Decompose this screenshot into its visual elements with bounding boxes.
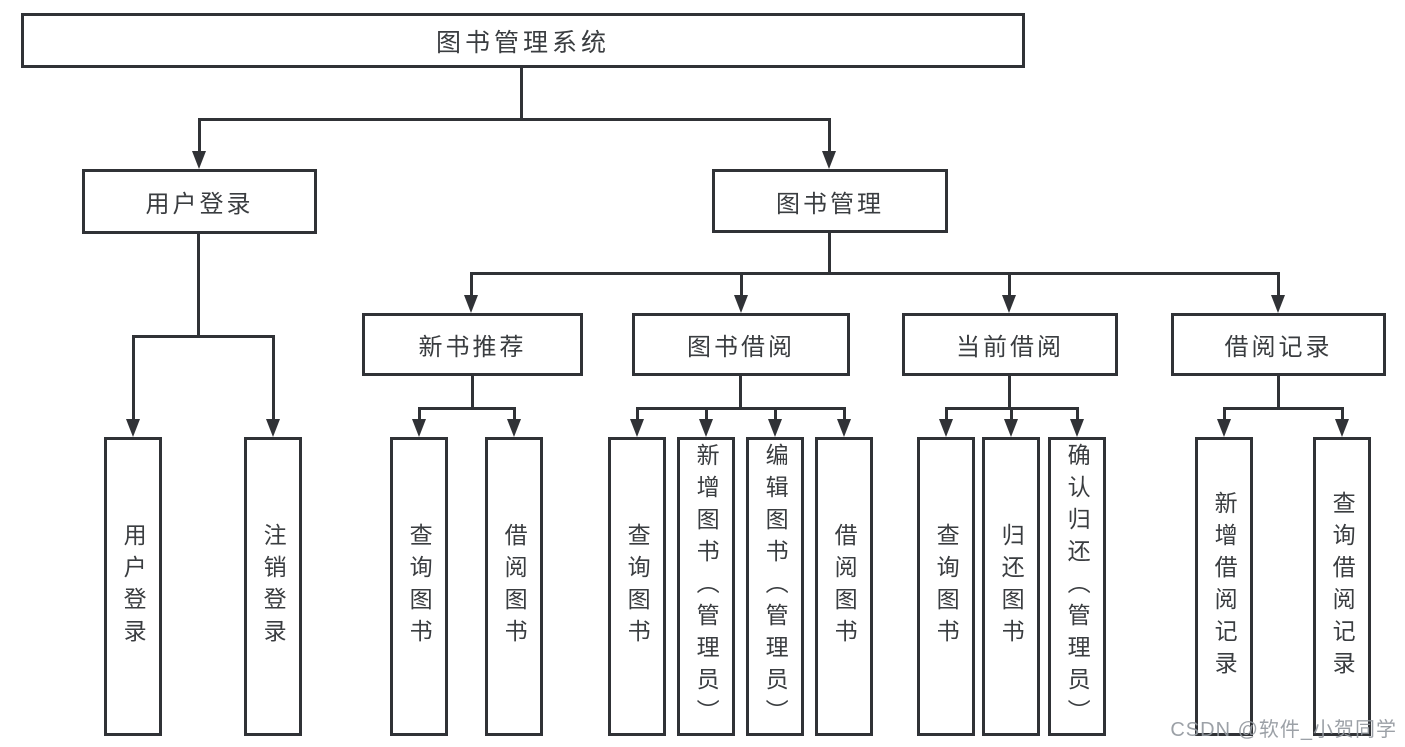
connector-line	[1277, 376, 1280, 407]
arrow-down-icon	[1004, 419, 1018, 437]
leaf-label: 编辑图书（管理员）	[762, 442, 789, 731]
leaf-label: 新增借阅记录	[1211, 490, 1238, 683]
arrow-down-icon	[837, 419, 851, 437]
arrow-down-icon	[464, 295, 478, 313]
arrow-down-icon	[1335, 419, 1349, 437]
connector-line	[739, 376, 742, 407]
leaf-label: 用户登录	[120, 522, 147, 651]
csdn-watermark: CSDN @软件_小贺同学	[1170, 719, 1397, 741]
connector-line	[198, 118, 831, 121]
leaf-return-books: 归还图书	[982, 437, 1040, 736]
arrow-down-icon	[768, 419, 782, 437]
leaf-label: 新增图书（管理员）	[693, 442, 720, 731]
leaf-label: 借阅图书	[501, 522, 528, 651]
connector-line	[272, 335, 275, 421]
leaf-query-books-borrowing: 查询图书	[608, 437, 666, 736]
node-label: 图书借阅	[687, 334, 795, 361]
leaf-add-books-admin: 新增图书（管理员）	[677, 437, 735, 736]
arrow-down-icon	[266, 419, 280, 437]
connector-line	[1008, 272, 1011, 297]
node-borrowing-records: 借阅记录	[1171, 313, 1386, 376]
connector-line	[513, 407, 516, 421]
connector-line	[636, 407, 639, 421]
node-label: 新书推荐	[418, 334, 527, 361]
node-label: 借阅记录	[1224, 334, 1333, 361]
leaf-label: 查询借阅记录	[1329, 490, 1356, 683]
arrow-down-icon	[192, 151, 206, 169]
connector-line	[1010, 407, 1013, 421]
connector-line	[1277, 272, 1280, 297]
connector-line	[132, 335, 135, 421]
connector-line	[740, 272, 743, 297]
connector-line	[1008, 376, 1011, 407]
node-book-management: 图书管理	[712, 169, 948, 233]
node-label: 图书管理系统	[435, 28, 610, 57]
arrow-down-icon	[126, 419, 140, 437]
leaf-query-borrow-record: 查询借阅记录	[1313, 437, 1371, 736]
leaf-query-books-current: 查询图书	[917, 437, 975, 736]
leaf-borrow-books-recommend: 借阅图书	[485, 437, 543, 736]
arrow-down-icon	[1271, 295, 1285, 313]
leaf-confirm-return-admin: 确认归还（管理员）	[1048, 437, 1106, 736]
arrow-down-icon	[1217, 419, 1231, 437]
connector-line	[197, 234, 200, 335]
leaf-add-borrow-record: 新增借阅记录	[1195, 437, 1253, 736]
node-user-login: 用户登录	[82, 169, 317, 234]
node-library-management-system: 图书管理系统	[21, 13, 1025, 68]
arrow-down-icon	[822, 151, 836, 169]
connector-line	[418, 407, 421, 421]
connector-line	[774, 407, 777, 421]
connector-line	[828, 118, 831, 152]
connector-line	[828, 233, 831, 272]
leaf-edit-books-admin: 编辑图书（管理员）	[746, 437, 804, 736]
connector-line	[471, 376, 474, 407]
connector-line	[1076, 407, 1079, 421]
connector-line	[132, 335, 275, 338]
arrow-down-icon	[1070, 419, 1084, 437]
leaf-label: 注销登录	[260, 522, 287, 651]
node-current-borrowing: 当前借阅	[902, 313, 1118, 376]
connector-line	[1223, 407, 1344, 410]
connector-line	[470, 272, 1280, 275]
arrow-down-icon	[507, 419, 521, 437]
connector-line	[636, 407, 846, 410]
arrow-down-icon	[939, 419, 953, 437]
leaf-label: 查询图书	[624, 522, 651, 651]
leaf-user-login: 用户登录	[104, 437, 162, 736]
leaf-label: 查询图书	[406, 522, 433, 651]
arrow-down-icon	[734, 295, 748, 313]
connector-line	[1223, 407, 1226, 421]
leaf-label: 确认归还（管理员）	[1064, 442, 1091, 731]
arrow-down-icon	[1002, 295, 1016, 313]
leaf-label: 借阅图书	[831, 522, 858, 651]
node-label: 当前借阅	[956, 334, 1064, 361]
connector-line	[705, 407, 708, 421]
arrow-down-icon	[412, 419, 426, 437]
arrow-down-icon	[630, 419, 644, 437]
node-book-borrowing: 图书借阅	[632, 313, 850, 376]
connector-line	[198, 118, 201, 152]
leaf-label: 归还图书	[998, 522, 1025, 651]
connector-line	[1341, 407, 1344, 421]
leaf-label: 查询图书	[933, 522, 960, 651]
node-label: 图书管理	[776, 190, 884, 218]
leaf-logout: 注销登录	[244, 437, 302, 736]
node-label: 用户登录	[145, 191, 254, 218]
connector-line	[843, 407, 846, 421]
leaf-query-books-recommend: 查询图书	[390, 437, 448, 736]
leaf-borrow-books-borrowing: 借阅图书	[815, 437, 873, 736]
node-new-book-recommend: 新书推荐	[362, 313, 583, 376]
connector-line	[470, 272, 473, 297]
arrow-down-icon	[699, 419, 713, 437]
connector-line	[520, 68, 523, 118]
connector-line	[418, 407, 516, 410]
connector-line	[945, 407, 948, 421]
